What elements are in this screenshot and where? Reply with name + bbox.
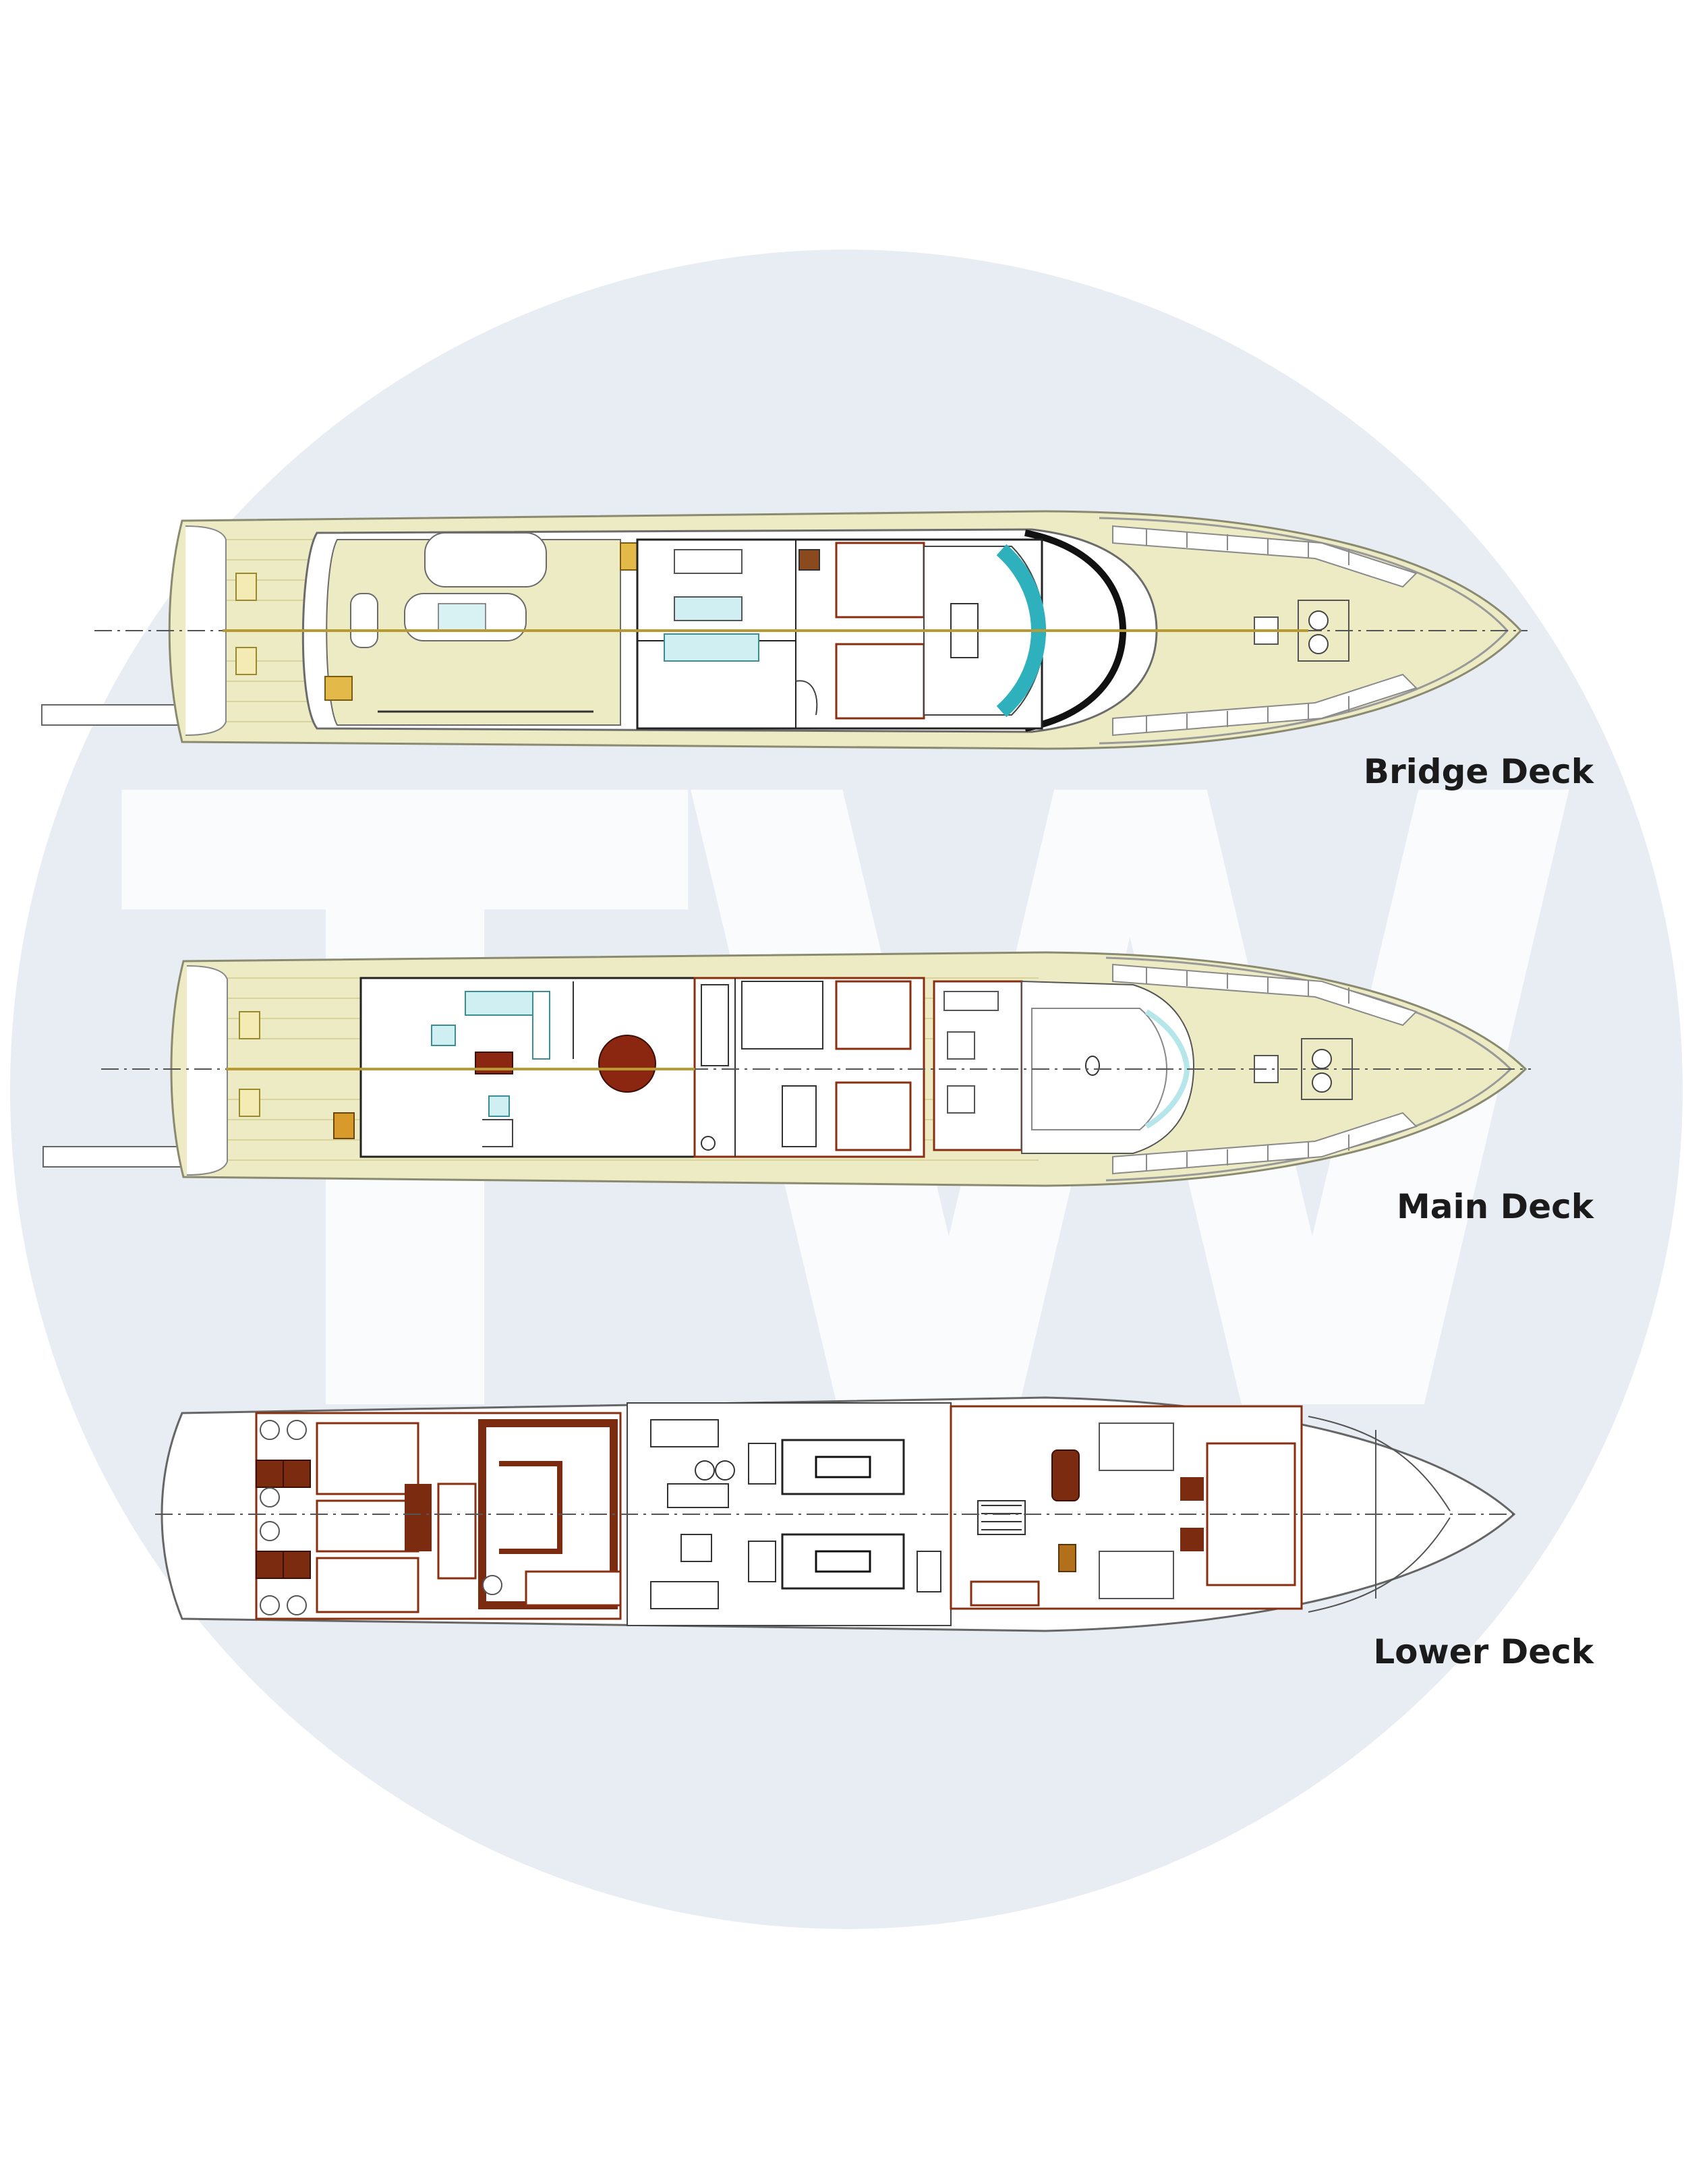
bridge-deck-plan: Bridge Deck — [0, 499, 1686, 791]
main-deck-plan: Main Deck — [0, 944, 1686, 1226]
lower-deck-label: Lower Deck — [1373, 1632, 1594, 1671]
lower-deck-plan: Lower Deck — [0, 1389, 1686, 1673]
bridge-deck-label: Bridge Deck — [1363, 752, 1594, 791]
main-deck-label: Main Deck — [1397, 1187, 1594, 1226]
main-deck-drawing — [42, 951, 1531, 1187]
lower-deck-drawing — [155, 1396, 1516, 1632]
bridge-deck-drawing — [41, 510, 1528, 750]
